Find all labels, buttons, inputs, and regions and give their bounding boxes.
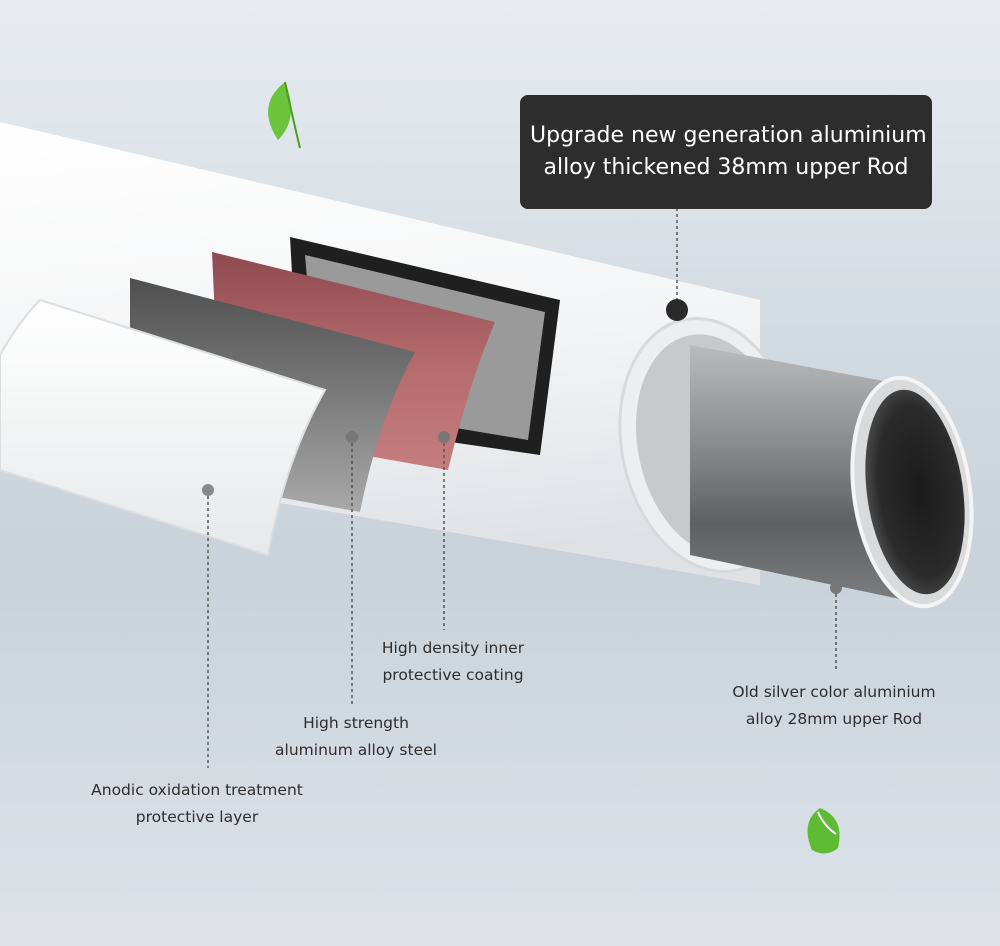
marker-dot [202, 484, 214, 496]
marker-dot [830, 582, 842, 594]
leaf-icon [268, 81, 301, 149]
old-rod-label: Old silver color aluminium alloy 28mm up… [732, 683, 936, 728]
inner-coating-label: High density inner protective coating [381, 639, 525, 684]
anodic-shell [0, 298, 327, 557]
inner-rod-hole [865, 389, 965, 595]
inner-rod [690, 345, 905, 600]
marker-dot [438, 431, 450, 443]
headline-line-1: Upgrade new generation aluminium [530, 123, 927, 148]
leader-lines [207, 208, 837, 768]
headline-line-2: alloy thickened 38mm upper Rod [543, 155, 909, 180]
marker-dot [346, 431, 358, 443]
marker-dot [666, 299, 688, 321]
headline-callout: Upgrade new generation aluminium alloy t… [520, 95, 932, 209]
anodic-layer-label: Anodic oxidation treatment protective la… [91, 781, 303, 826]
leaf-icon [807, 808, 840, 854]
alloy-steel-label: High strength aluminum alloy steel [275, 714, 437, 759]
